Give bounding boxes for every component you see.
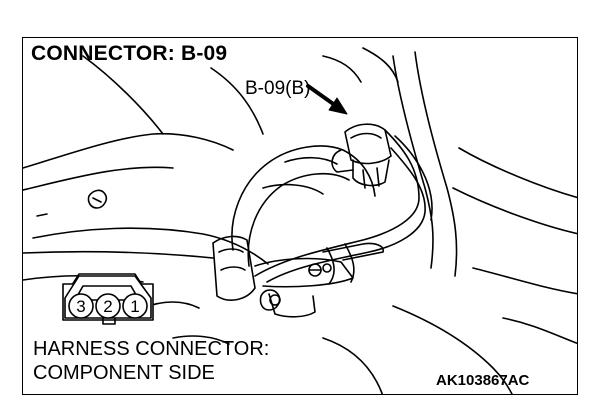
callout-arrow	[306, 84, 348, 115]
background-bay-lines	[23, 47, 577, 394]
connector-pin-3: 3	[68, 293, 94, 319]
engine-bay-illustration: 3 2 1	[23, 47, 577, 394]
diagram-frame: 3 2 1 CONNECTOR: B-09 B-09(B) HARNESS CO…	[22, 37, 578, 395]
connector-pin-1: 1	[122, 293, 148, 319]
diagram-title: CONNECTOR: B-09	[31, 42, 228, 65]
caption-line-1: HARNESS CONNECTOR:	[33, 338, 270, 360]
sensor-body	[212, 145, 385, 318]
pin-2-label: 2	[103, 297, 112, 316]
caption-line-2: COMPONENT SIDE	[33, 362, 215, 384]
connector-pin-2: 2	[95, 293, 121, 319]
pin-1-label: 1	[130, 297, 139, 316]
pin-3-label: 3	[76, 297, 85, 316]
sensor-connector	[331, 123, 392, 189]
figure-code: AK103867AC	[436, 372, 530, 389]
harness-wires	[254, 129, 433, 285]
connector-callout-label: B-09(B)	[245, 78, 311, 99]
